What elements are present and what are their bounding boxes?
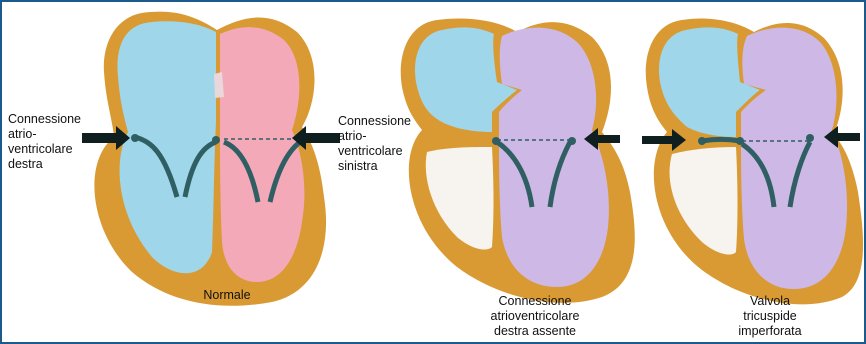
heart-normal [94, 12, 326, 306]
caption-line: imperforata [720, 324, 820, 339]
caption-absent-connection: Connessione atrioventricolare destra ass… [470, 294, 600, 339]
caption-line: atrioventricolare [470, 309, 600, 324]
label-left-av-connection: Connessione atrio- ventricolare sinistra [338, 114, 411, 174]
imperforate-tricuspid-membrane [702, 140, 740, 142]
caption-line: Valvola [720, 294, 820, 309]
heart-imperforate-valve [646, 19, 863, 305]
left-atrium-ventricle-pink [220, 27, 304, 282]
label-line: sinistra [338, 159, 411, 174]
label-line: ventricolare [338, 144, 411, 159]
caption-line: Normale [182, 288, 272, 303]
heart-absent-connection [401, 19, 635, 303]
label-line: atrio- [338, 129, 411, 144]
label-line: Connessione [338, 114, 411, 129]
caption-line: tricuspide [720, 309, 820, 324]
caption-line: Connessione [470, 294, 600, 309]
caption-imperforate-valve: Valvola tricuspide imperforata [720, 294, 820, 339]
caption-line: destra assente [470, 324, 600, 339]
caption-normal: Normale [182, 288, 272, 303]
label-line: ventricolare [8, 142, 81, 157]
label-right-av-connection: Connessione atrio- ventricolare destra [8, 112, 81, 172]
label-line: destra [8, 157, 81, 172]
label-line: atrio- [8, 127, 81, 142]
label-line: Connessione [8, 112, 81, 127]
